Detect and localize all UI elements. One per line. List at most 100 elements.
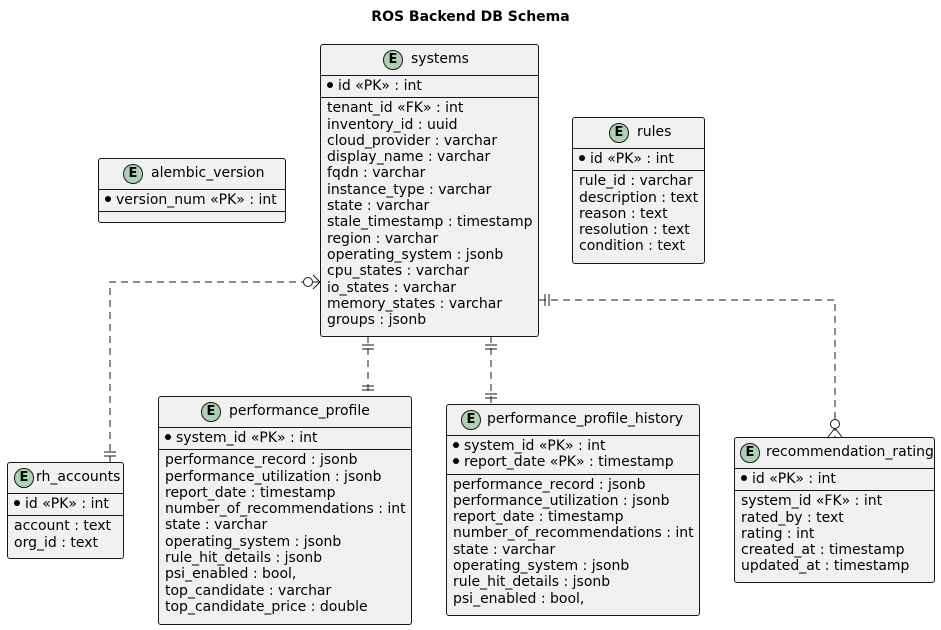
attribute-row: top_candidate : varchar (165, 582, 332, 599)
attribute-row: created_at : timestamp (741, 542, 905, 559)
attribute-row: rated_by : text (741, 509, 844, 526)
attribute-row: system_id «FK» : int (741, 493, 883, 510)
attribute-row: cloud_provider : varchar (327, 132, 498, 149)
attribute-row: rule_hit_details : jsonb (165, 550, 323, 567)
key-bullet-icon (741, 475, 747, 481)
pk-row: version_num «PK» : int (105, 192, 285, 208)
entity-systems: E systems id «PK» : int tenant_id «FK» :… (320, 44, 539, 337)
entity-name: systems (411, 51, 469, 67)
entity-badge-icon: E (609, 123, 629, 143)
entity-rh-accounts: E rh_accounts id «PK» : int account : te… (7, 462, 124, 559)
attribute-row: fqdn : varchar (327, 165, 426, 182)
attribute-section: account : text org_id : text (8, 516, 123, 554)
pk-row: id «PK» : int (14, 496, 123, 512)
attribute-row: rating : int (741, 525, 815, 542)
attribute-row: performance_utilization : jsonb (453, 492, 670, 509)
attribute-row: account : text (14, 518, 112, 535)
primary-key-section: id «PK» : int (735, 469, 934, 492)
attribute-row: region : varchar (327, 230, 439, 247)
attribute-row: display_name : varchar (327, 149, 491, 166)
attribute-row: state : varchar (165, 517, 268, 534)
primary-key-section: id «PK» : int (573, 149, 704, 172)
primary-key-section: system_id «PK» : int report_date «PK» : … (447, 436, 699, 475)
attribute-row: state : varchar (327, 198, 430, 215)
entity-alembic-version: E alembic_version version_num «PK» : int (98, 158, 286, 223)
attribute-row: updated_at : timestamp (741, 558, 910, 575)
entity-name: recommendation_rating (766, 444, 934, 460)
key-bullet-icon (105, 196, 111, 202)
attribute-row: resolution : text (579, 222, 690, 239)
entity-name: performance_profile_history (487, 411, 684, 427)
entity-name: rh_accounts (36, 469, 121, 485)
entity-badge-icon: E (383, 50, 403, 70)
attribute-row: report_date : timestamp (165, 484, 336, 501)
attribute-row: operating_system : jsonb (327, 246, 504, 263)
entity-badge-icon: E (123, 164, 143, 184)
entity-recommendation-rating: E recommendation_rating id «PK» : int sy… (734, 437, 935, 583)
attribute-row: report_date : timestamp (453, 509, 624, 526)
entity-header: E systems (321, 45, 538, 76)
entity-header: E performance_profile_history (447, 405, 699, 436)
pk-row: system_id «PK» : int (165, 430, 411, 446)
relationship-systems-performance-profile-history (485, 336, 497, 404)
key-bullet-icon (453, 442, 459, 448)
attribute-row: description : text (579, 189, 699, 206)
relationship-systems-performance-profile (362, 336, 374, 396)
attribute-row: performance_utilization : jsonb (165, 468, 382, 485)
primary-key-section: id «PK» : int (321, 76, 538, 99)
attribute-row: memory_states : varchar (327, 295, 503, 312)
entity-header: E rules (573, 118, 704, 149)
key-bullet-icon (453, 458, 459, 465)
entity-name: rules (637, 124, 672, 140)
entity-performance-profile: E performance_profile system_id «PK» : i… (158, 396, 412, 625)
attribute-section (99, 212, 285, 220)
attribute-row: condition : text (579, 238, 685, 255)
attribute-section: tenant_id «FK» : int inventory_id : uuid… (321, 98, 538, 331)
entity-badge-icon: E (14, 468, 34, 488)
attribute-row: rule_id : varchar (579, 173, 693, 190)
key-bullet-icon (14, 500, 20, 506)
attribute-row: instance_type : varchar (327, 181, 492, 198)
attribute-section: performance_record : jsonb performance_u… (159, 450, 411, 618)
primary-key-section: id «PK» : int (8, 494, 123, 517)
attribute-row: performance_record : jsonb (453, 476, 646, 493)
relationship-systems-recommendation-rating (539, 294, 843, 438)
attribute-row: reason : text (579, 205, 668, 222)
entity-header: E performance_profile (159, 397, 411, 428)
entity-rules: E rules id «PK» : int rule_id : varchar … (572, 117, 705, 264)
attribute-row: performance_record : jsonb (165, 452, 358, 469)
attribute-row: operating_system : jsonb (453, 558, 630, 575)
attribute-section: system_id «FK» : int rated_by : text rat… (735, 491, 934, 577)
entity-header: E alembic_version (99, 159, 285, 190)
attribute-row: number_of_recommendations : int (453, 525, 694, 542)
primary-key-section: system_id «PK» : int (159, 428, 411, 451)
attribute-row: state : varchar (453, 541, 556, 558)
attribute-row: stale_timestamp : timestamp (327, 214, 533, 231)
entity-badge-icon: E (201, 402, 221, 422)
relationship-systems-rh-accounts (104, 274, 321, 462)
attribute-row: cpu_states : varchar (327, 263, 470, 280)
attribute-row: operating_system : jsonb (165, 533, 342, 550)
attribute-section: performance_record : jsonb performance_u… (447, 475, 699, 610)
diagram-title: ROS Backend DB Schema (371, 9, 570, 25)
entity-badge-icon: E (461, 410, 481, 430)
attribute-row: tenant_id «FK» : int (327, 100, 464, 117)
attribute-row: psi_enabled : bool, (453, 590, 585, 607)
attribute-row: top_candidate_price : double (165, 598, 368, 615)
pk-row: id «PK» : int (579, 151, 704, 167)
pk-row: id «PK» : int (327, 78, 538, 94)
key-bullet-icon (327, 82, 333, 88)
attribute-row: inventory_id : uuid (327, 116, 458, 133)
pk-row: system_id «PK» : int (453, 438, 699, 454)
entity-performance-profile-history: E performance_profile_history system_id … (446, 404, 700, 616)
attribute-row: io_states : varchar (327, 279, 457, 296)
attribute-row: number_of_recommendations : int (165, 501, 406, 518)
entity-name: performance_profile (229, 403, 370, 419)
pk-row: id «PK» : int (741, 471, 934, 487)
entity-name: alembic_version (151, 165, 265, 181)
attribute-row: psi_enabled : bool, (165, 566, 297, 583)
attribute-section: rule_id : varchar description : text rea… (573, 171, 704, 257)
entity-header: E recommendation_rating (735, 438, 934, 469)
primary-key-section: version_num «PK» : int (99, 190, 285, 213)
